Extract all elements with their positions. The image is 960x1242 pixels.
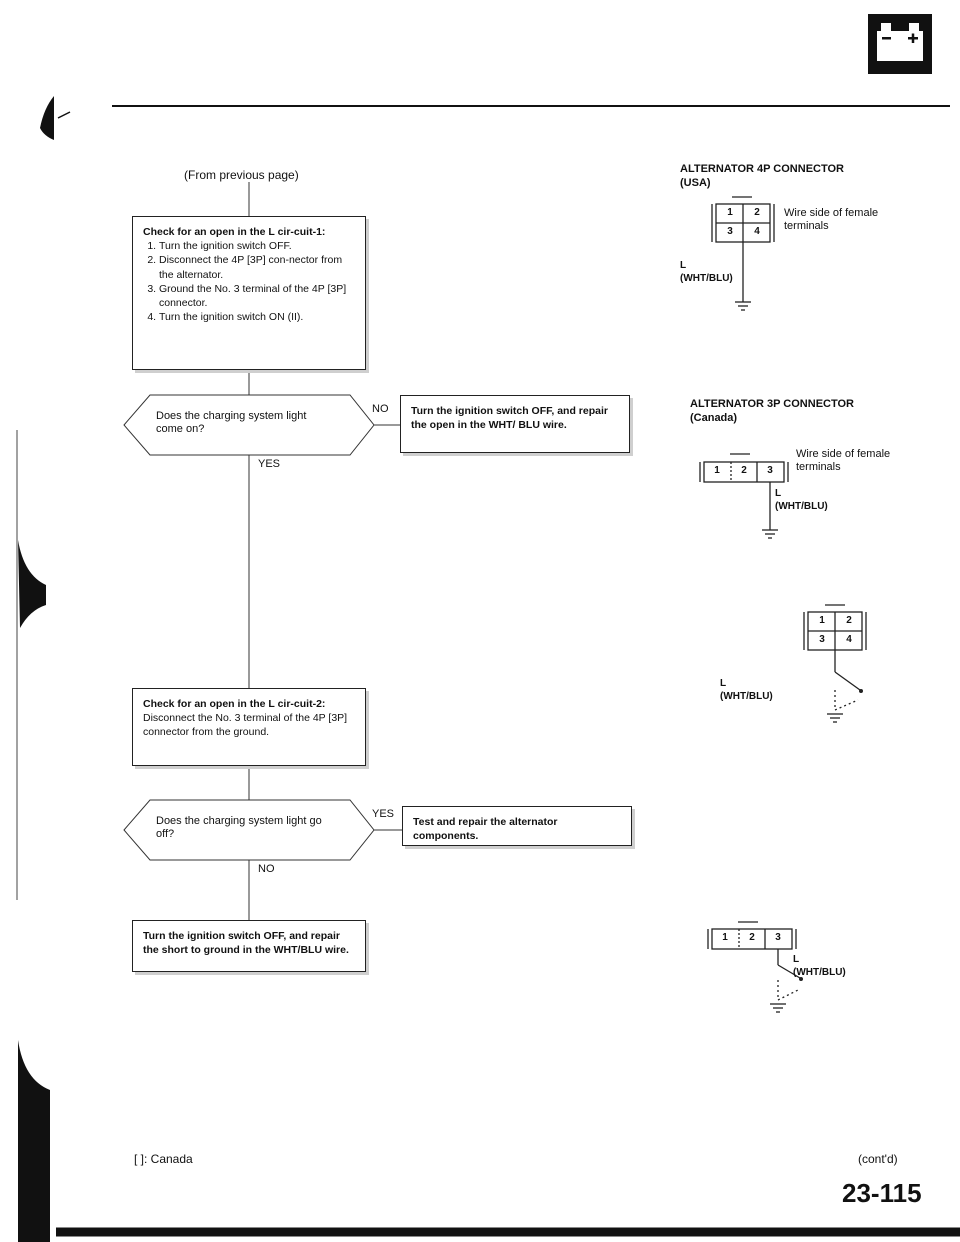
- canada2-pin-2: 2: [749, 932, 755, 943]
- usa2-pin-1: 1: [819, 615, 825, 626]
- q2-no-label: NO: [258, 863, 275, 875]
- usa-connector-region: (USA): [680, 176, 711, 189]
- canada-connector-title: ALTERNATOR 3P CONNECTOR (Canada): [690, 398, 854, 426]
- usa2-pin-3: 3: [819, 634, 825, 645]
- canada2-pin-1: 1: [722, 932, 728, 943]
- battery-icon: [868, 14, 932, 74]
- canada-pin-3: 3: [767, 465, 773, 476]
- step1-list: Turn the ignition switch OFF. Disconnect…: [143, 239, 355, 324]
- usa-wire-color: (WHT/BLU): [680, 272, 733, 284]
- canada2-pin-3: 3: [775, 932, 781, 943]
- canada2-wire-l: L: [793, 954, 800, 965]
- usa-pin-4: 4: [754, 226, 760, 237]
- usa2-wire-color: (WHT/BLU): [720, 690, 773, 702]
- contd-label: (cont'd): [858, 1152, 898, 1166]
- canada-side-label: Wire side of female terminals: [796, 448, 891, 474]
- usa2-wire-label: L (WHT/BLU): [720, 678, 773, 703]
- usa-wire-l: L: [680, 260, 687, 271]
- canada2-wire-color: (WHT/BLU): [793, 966, 846, 978]
- answer2-box: Test and repair the alternator component…: [402, 806, 632, 846]
- usa2-wire-l: L: [720, 678, 727, 689]
- canada-connector-region: (Canada): [690, 411, 738, 424]
- usa-connector-title: ALTERNATOR 4P CONNECTOR (USA): [680, 163, 844, 191]
- step2-box: Check for an open in the L cir-cuit-2: D…: [132, 688, 366, 766]
- canada-wire-color: (WHT/BLU): [775, 500, 828, 512]
- q1-no-label: NO: [372, 403, 389, 415]
- question1: Does the charging system light come on?: [156, 410, 307, 436]
- usa-pin-3: 3: [727, 226, 733, 237]
- step1-item: Turn the ignition switch ON (II).: [159, 310, 355, 324]
- step1-title: Check for an open in the L cir-cuit-1:: [143, 226, 326, 238]
- usa2-pin-4: 4: [846, 634, 852, 645]
- q2-yes-label: YES: [372, 808, 395, 820]
- canada-wire-label: L (WHT/BLU): [775, 488, 828, 513]
- answer1-box: Turn the ignition switch OFF, and repair…: [400, 395, 630, 453]
- q1-yes-label: YES: [258, 458, 281, 470]
- step1-item: Turn the ignition switch OFF.: [159, 239, 355, 253]
- step2-body: Disconnect the No. 3 terminal of the 4P …: [143, 712, 348, 739]
- step1-item: Ground the No. 3 terminal of the 4P [3P]…: [159, 282, 355, 310]
- canada-note: [ ]: Canada: [134, 1152, 193, 1166]
- step1-box: Check for an open in the L cir-cuit-1: T…: [132, 216, 366, 370]
- usa-pin-2: 2: [754, 207, 760, 218]
- answer3-box: Turn the ignition switch OFF, and repair…: [132, 920, 366, 972]
- step2-title: Check for an open in the L cir-cuit-2:: [143, 698, 326, 710]
- usa2-pin-2: 2: [846, 615, 852, 626]
- canada-wire-l: L: [775, 488, 782, 499]
- usa-wire-label: L (WHT/BLU): [680, 260, 733, 285]
- question2: Does the charging system light go off?: [156, 815, 322, 841]
- usa-connector-name: ALTERNATOR 4P CONNECTOR: [680, 163, 844, 175]
- step1-item: Disconnect the 4P [3P] con-nector from t…: [159, 253, 355, 281]
- canada-pin-1: 1: [714, 465, 720, 476]
- usa-pin-1: 1: [727, 207, 733, 218]
- canada2-wire-label: L (WHT/BLU): [793, 954, 846, 979]
- canada-connector-name: ALTERNATOR 3P CONNECTOR: [690, 398, 854, 410]
- canada-pin-2: 2: [741, 465, 747, 476]
- page-number: 23-115: [842, 1178, 922, 1208]
- usa-side-label: Wire side of female terminals: [784, 207, 879, 233]
- from-previous-page: (From previous page): [184, 168, 299, 182]
